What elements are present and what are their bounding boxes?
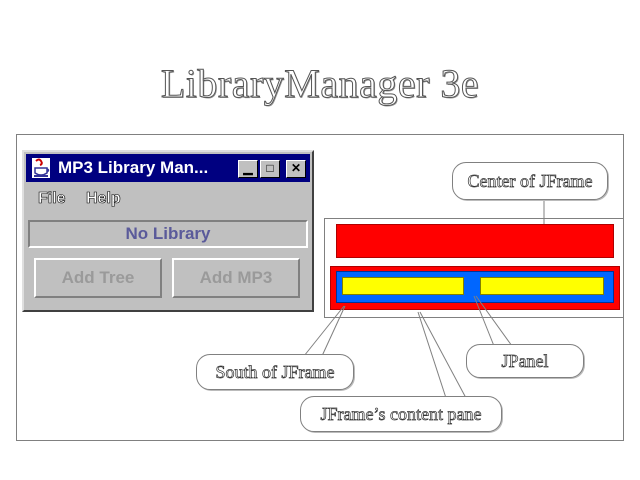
close-button[interactable]: ✕ [286,160,306,178]
add-tree-button[interactable]: Add Tree [34,258,162,298]
menu-help[interactable]: Help [86,190,121,208]
center-region [336,224,614,258]
menu-bar: File Help [26,186,310,210]
maximize-icon: □ [266,161,274,175]
add-mp3-button[interactable]: Add MP3 [172,258,300,298]
slide-title: LibraryManager 3e [160,61,480,107]
callout-content-pane-label: JFrame’s content pane [300,396,502,432]
app-window: MP3 Library Man... ▁ □ ✕ File Help No Li… [22,150,314,312]
panel-component-left [342,277,464,295]
window-title: MP3 Library Man... [58,158,209,177]
callout-south-label: South of JFrame [196,354,354,390]
java-app-icon[interactable] [31,157,51,179]
callout-jpanel-label: JPanel [466,344,584,378]
minimize-button[interactable]: ▁ [238,160,258,178]
panel-component-right [480,277,604,295]
window-titlebar[interactable]: MP3 Library Man... ▁ □ ✕ [26,154,310,182]
close-icon: ✕ [290,161,302,175]
library-status-field: No Library [28,220,308,248]
menu-file[interactable]: File [38,190,66,208]
minimize-icon: ▁ [243,161,253,175]
maximize-button[interactable]: □ [260,160,280,178]
callout-center-label: Center of JFrame [452,162,608,200]
